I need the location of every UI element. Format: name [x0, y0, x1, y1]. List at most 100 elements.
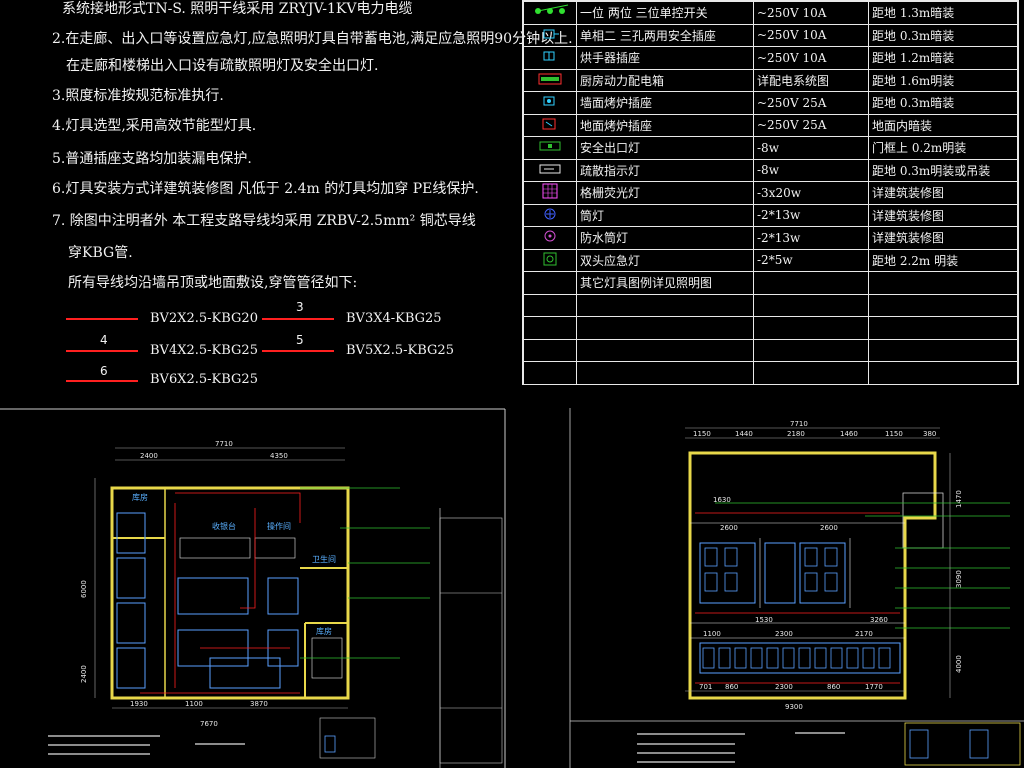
- legend-install: 详建筑装修图: [868, 226, 1018, 250]
- plan2-total-width: 7710: [790, 420, 808, 428]
- plan2-bottom-dim-3: 2300: [775, 683, 793, 691]
- plan1-room-storage: 库房: [132, 492, 148, 502]
- legend-install: [868, 316, 1018, 340]
- floor-socket-icon: [523, 91, 577, 115]
- downlight-icon: [523, 203, 577, 227]
- socket-icon: [523, 23, 577, 47]
- seat: [718, 647, 731, 669]
- legend-install: [868, 293, 1018, 317]
- plan2-row-dim-6: 1100: [703, 630, 721, 638]
- seat: [724, 547, 738, 567]
- seat: [702, 647, 715, 669]
- legend-name: 一位 两位 三位单控开关: [576, 1, 754, 25]
- legend-name: [576, 293, 754, 317]
- distribution-box-icon: [523, 68, 577, 92]
- emergency-lamp-icon: [523, 248, 577, 272]
- wire-count-6: 6: [100, 364, 108, 378]
- seat: [750, 647, 763, 669]
- wire-count-4: 4: [100, 333, 108, 347]
- plan1-left-dim-2: 2400: [80, 665, 88, 683]
- legend-install: 详建筑装修图: [868, 203, 1018, 227]
- legend-install: 距地 2.2m 明装: [868, 248, 1018, 272]
- plan1-room-cashier: 收银台: [212, 521, 236, 531]
- hand-dryer-socket-icon: [523, 46, 577, 70]
- legend-spec: [753, 338, 869, 362]
- seat: [862, 647, 875, 669]
- legend-spec: [753, 361, 869, 385]
- plan1-bottom-dim-2: 1100: [185, 700, 203, 708]
- seat: [814, 647, 827, 669]
- plan2-top-dim-3: 2180: [787, 430, 805, 438]
- note-line-1: 系统接地形式TN-S. 照明干线采用 ZRYJV-1KV电力电缆: [62, 1, 413, 17]
- note-line-8: 7. 除图中注明者外 本工程支路导线均采用 ZRBV-2.5mm² 铜芯导线: [52, 213, 476, 229]
- note-line-6: 5.普通插座支路均加装漏电保护.: [52, 151, 252, 167]
- legend-install: 地面内暗装: [868, 113, 1018, 137]
- legend-install: 距地 0.3m暗装: [868, 91, 1018, 115]
- legend-symbol-cell: [523, 361, 577, 385]
- plan1-top-dim-2: 4350: [270, 452, 288, 460]
- legend-name: 其它灯具图例详见照明图: [576, 271, 754, 295]
- wire-sample-6: [66, 380, 138, 382]
- seat: [724, 572, 738, 592]
- legend-spec: [753, 293, 869, 317]
- wire-label-4: BV4X2.5-KBG25: [150, 343, 258, 358]
- legend-name: 安全出口灯: [576, 136, 754, 160]
- seat: [782, 647, 795, 669]
- seat: [804, 572, 818, 592]
- plan2-bottom-dim-2: 860: [725, 683, 738, 691]
- legend-install: [868, 271, 1018, 295]
- design-notes: 系统接地形式TN-S. 照明干线采用 ZRYJV-1KV电力电缆 2.在走廊、出…: [0, 0, 573, 400]
- legend-name: [576, 316, 754, 340]
- floor-socket-alt-icon: [523, 113, 577, 137]
- plan2-top-dim-5: 1150: [885, 430, 903, 438]
- wire-label-5: BV5X2.5-KBG25: [346, 343, 454, 358]
- plan1-bottom-dim-1: 1930: [130, 700, 148, 708]
- legend-spec: -2*5w: [753, 248, 869, 272]
- legend-symbol-cell: [523, 293, 577, 317]
- waterproof-downlight-icon: [523, 226, 577, 250]
- legend-name: 地面烤炉插座: [576, 113, 754, 137]
- plan1-left-dim-1: 6000: [80, 580, 88, 598]
- plan2-row-dim-7: 2300: [775, 630, 793, 638]
- grille-lamp-icon: [523, 181, 577, 205]
- seat: [846, 647, 859, 669]
- legend-install: 距地 0.3m暗装: [868, 23, 1018, 47]
- plan2-top-dim-1: 1150: [693, 430, 711, 438]
- legend-spec: ~250V 10A: [753, 46, 869, 70]
- legend-install: [868, 361, 1018, 385]
- legend-symbol-cell: [523, 316, 577, 340]
- legend-spec: [753, 316, 869, 340]
- note-line-2: 2.在走廊、出入口等设置应急灯,应急照明灯具自带蓄电池,满足应急照明90分钟以上…: [52, 31, 573, 47]
- plan2-top-dim-6: 380: [923, 430, 936, 438]
- legend-spec: 详配电系统图: [753, 68, 869, 92]
- legend-name: 疏散指示灯: [576, 158, 754, 182]
- seat: [704, 572, 718, 592]
- wire-label-3: BV3X4-KBG25: [346, 311, 442, 326]
- legend-name: 筒灯: [576, 203, 754, 227]
- seat: [766, 647, 779, 669]
- plan2-row-dim-1: 1630: [713, 496, 731, 504]
- wire-sample-4: [66, 350, 138, 352]
- legend-name: [576, 338, 754, 362]
- legend-install: 距地 0.3m明装或吊装: [868, 158, 1018, 182]
- plan2-bottom-dim-1: 701: [699, 683, 712, 691]
- legend-spec: ~250V 10A: [753, 23, 869, 47]
- legend-spec: -8w: [753, 136, 869, 160]
- seat: [804, 547, 818, 567]
- plan2-right-dim-2: 3090: [955, 570, 963, 588]
- wire-label-1: BV2X2.5-KBG20: [150, 311, 258, 326]
- legend-spec: ~250V 25A: [753, 91, 869, 115]
- legend-spec: -2*13w: [753, 203, 869, 227]
- plan1-room-storage-2: 库房: [316, 626, 332, 636]
- wire-count-3: 3: [296, 300, 304, 314]
- legend-install: 距地 1.2m暗装: [868, 46, 1018, 70]
